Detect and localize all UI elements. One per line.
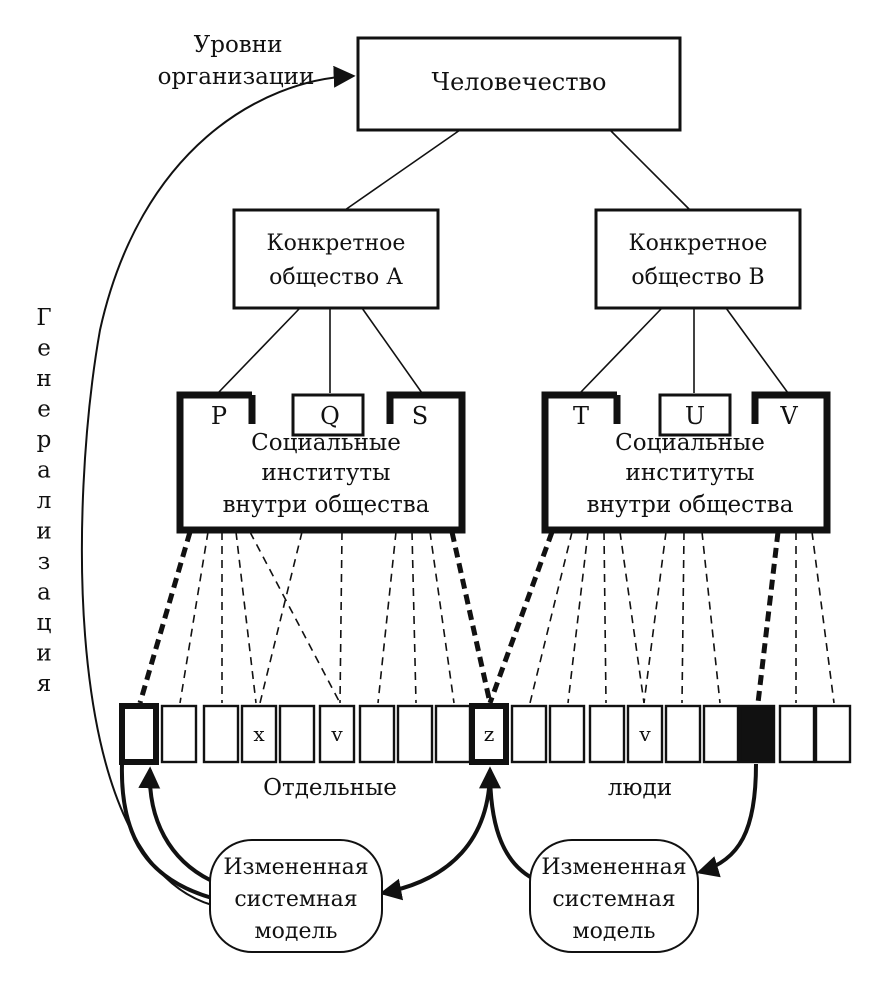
person-cell bbox=[434, 704, 472, 764]
institute-p-label: P bbox=[211, 402, 227, 430]
institute-q-box bbox=[291, 393, 365, 437]
person-cell bbox=[160, 704, 198, 764]
institute-v-label: V bbox=[779, 402, 798, 430]
society-a-line2: общество А bbox=[269, 265, 403, 290]
feedback-arcs bbox=[80, 65, 758, 906]
person-cell bbox=[588, 704, 626, 764]
society-a-line1: Конкретное bbox=[267, 231, 406, 256]
arc-z-to-model-left bbox=[379, 769, 492, 901]
institutes-a-caption-1: Социальные bbox=[251, 430, 401, 456]
node-humanity-label: Человечество bbox=[432, 68, 607, 96]
person-cell bbox=[278, 704, 316, 764]
institutes-group-b: T U V Социальные институты внутри общест… bbox=[541, 391, 831, 534]
institute-u-box bbox=[658, 393, 732, 437]
generalization-letter: н bbox=[36, 366, 51, 392]
person-cell bbox=[119, 703, 159, 765]
institute-q-label: Q bbox=[320, 402, 340, 430]
generalization-letter: Г bbox=[36, 305, 51, 331]
levels-label-line2: организации bbox=[158, 64, 315, 90]
tree-connectors bbox=[217, 129, 789, 394]
person-cell bbox=[548, 704, 586, 764]
generalization-letter: и bbox=[36, 641, 51, 667]
person-cell-label: v bbox=[638, 722, 651, 746]
generalization-letter: а bbox=[37, 458, 51, 484]
institutes-a-caption-2: институты bbox=[262, 460, 391, 486]
person-cell bbox=[702, 704, 740, 764]
society-b-line1: Конкретное bbox=[629, 231, 768, 256]
person-cell bbox=[510, 704, 548, 764]
model-right: Измененная системная модель bbox=[529, 839, 699, 953]
person-cell: z bbox=[469, 703, 509, 765]
arc-cell1-to-model bbox=[119, 763, 213, 900]
arc-model-right-to-z bbox=[479, 766, 534, 880]
institutes-b-caption-1: Социальные bbox=[615, 430, 765, 456]
generalization-arrow bbox=[80, 65, 356, 906]
model-left-line2: системная bbox=[234, 887, 357, 912]
person-cell bbox=[396, 704, 434, 764]
society-b-line2: общество В bbox=[631, 265, 764, 290]
person-cell bbox=[814, 704, 852, 764]
person-cell bbox=[778, 704, 816, 764]
institute-u-label: U bbox=[685, 402, 705, 430]
generalization-letter: л bbox=[37, 488, 52, 514]
model-right-line3: модель bbox=[573, 919, 656, 944]
model-left: Измененная системная модель bbox=[209, 839, 383, 953]
generalization-letter: и bbox=[36, 519, 51, 545]
generalization-letter: а bbox=[37, 580, 51, 606]
institute-people-links bbox=[137, 531, 835, 704]
person-cell-label: x bbox=[253, 722, 265, 746]
model-left-line1: Измененная bbox=[223, 855, 368, 880]
person-cell bbox=[738, 704, 776, 764]
node-humanity: Человечество bbox=[356, 36, 682, 132]
generalization-letter: е bbox=[37, 397, 51, 423]
institutes-b-frame bbox=[541, 391, 831, 534]
levels-label: Уровни организации bbox=[158, 32, 315, 90]
person-cell bbox=[358, 704, 396, 764]
institute-s-label: S bbox=[412, 402, 428, 430]
generalization-letter: е bbox=[37, 336, 51, 362]
node-society-b: Конкретное общество В bbox=[594, 208, 802, 310]
model-right-line1: Измененная bbox=[541, 855, 686, 880]
institutes-a-caption-3: внутри общества bbox=[223, 492, 430, 518]
institutes-group-a: P Q S Социальные институты внутри общест… bbox=[176, 391, 466, 534]
levels-label-line1: Уровни bbox=[194, 32, 283, 58]
person-cell bbox=[664, 704, 702, 764]
person-cell: v bbox=[626, 704, 664, 764]
person-cell-label: v bbox=[330, 722, 343, 746]
model-left-line3: модель bbox=[255, 919, 338, 944]
institutes-b-caption-2: институты bbox=[626, 460, 755, 486]
node-society-a: Конкретное общество А bbox=[232, 208, 440, 310]
person-cell-label: z bbox=[484, 722, 495, 746]
generalization-letter: я bbox=[37, 671, 52, 697]
person-cell bbox=[202, 704, 240, 764]
institutes-a-frame bbox=[176, 391, 466, 534]
institutes-b-caption-3: внутри общества bbox=[587, 492, 794, 518]
generalization-letter: р bbox=[37, 427, 52, 453]
person-cell: x bbox=[240, 704, 278, 764]
institute-t-label: T bbox=[573, 402, 589, 430]
arc-black-to-model-right bbox=[696, 763, 758, 878]
generalization-letter: з bbox=[38, 549, 51, 575]
model-right-line2: системная bbox=[552, 887, 675, 912]
people-caption-right: люди bbox=[608, 775, 672, 801]
people-caption-left: Отдельные bbox=[263, 775, 397, 801]
arc-model-to-cell1 bbox=[138, 766, 211, 882]
person-cell: v bbox=[318, 704, 356, 764]
generalization-letter: ц bbox=[37, 610, 52, 636]
